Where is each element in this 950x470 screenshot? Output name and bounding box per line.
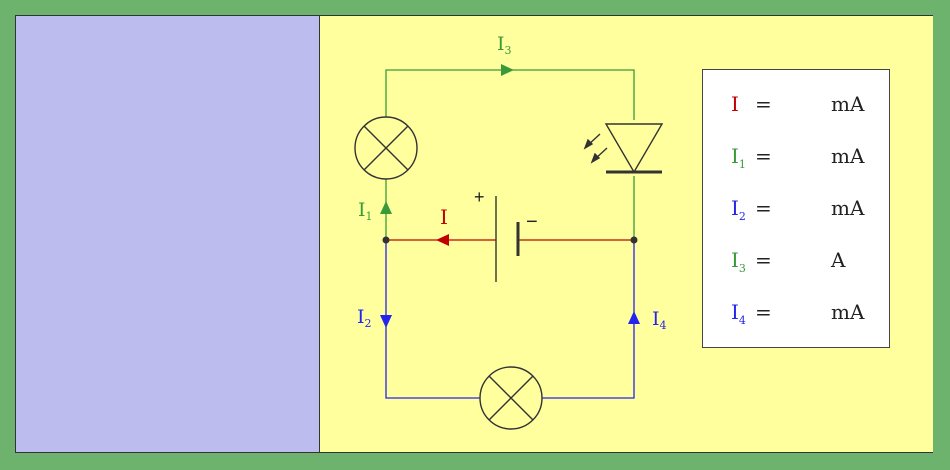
legend-equals: = (755, 196, 772, 220)
legend-symbol: I3 (731, 248, 746, 275)
lamp-icon (479, 366, 543, 430)
battery-plus-sign: + (474, 187, 485, 207)
label-i4: I4 (652, 308, 667, 332)
current-legend: I = mA I1 = mA I2 = mA I3 = A I4 = mA (702, 69, 890, 348)
legend-unit: mA (831, 144, 865, 168)
arrow-i4 (628, 311, 640, 324)
legend-row-i3: I3 = A (703, 248, 889, 278)
legend-equals: = (755, 300, 772, 324)
legend-unit: mA (831, 196, 865, 220)
junction-dot (630, 236, 638, 244)
lamp-icon (354, 116, 418, 180)
legend-equals: = (755, 248, 772, 272)
label-i: I (440, 205, 448, 229)
led-icon (583, 120, 664, 176)
legend-symbol: I4 (731, 300, 746, 327)
label-i1: I1 (358, 199, 373, 223)
battery-icon (495, 196, 520, 282)
legend-symbol: I (731, 92, 739, 116)
label-i3: I3 (497, 33, 512, 57)
arrow-i3 (501, 64, 514, 76)
legend-unit: mA (831, 92, 865, 116)
junction-dot (382, 236, 390, 244)
legend-row-i2: I2 = mA (703, 196, 889, 226)
arrow-i (436, 234, 449, 246)
legend-unit: A (831, 248, 846, 272)
legend-row-i1: I1 = mA (703, 144, 889, 174)
legend-symbol: I1 (731, 144, 746, 171)
legend-row-i: I = mA (703, 92, 889, 122)
label-i2: I2 (357, 306, 372, 330)
legend-equals: = (755, 144, 772, 168)
battery-minus-sign: − (526, 211, 538, 233)
arrow-i1 (380, 201, 392, 214)
legend-row-i4: I4 = mA (703, 300, 889, 330)
left-panel (16, 16, 319, 452)
blue-branch-wires (385, 240, 635, 399)
legend-equals: = (755, 92, 772, 116)
legend-symbol: I2 (731, 196, 746, 223)
arrow-i2 (380, 315, 392, 328)
legend-unit: mA (831, 300, 865, 324)
